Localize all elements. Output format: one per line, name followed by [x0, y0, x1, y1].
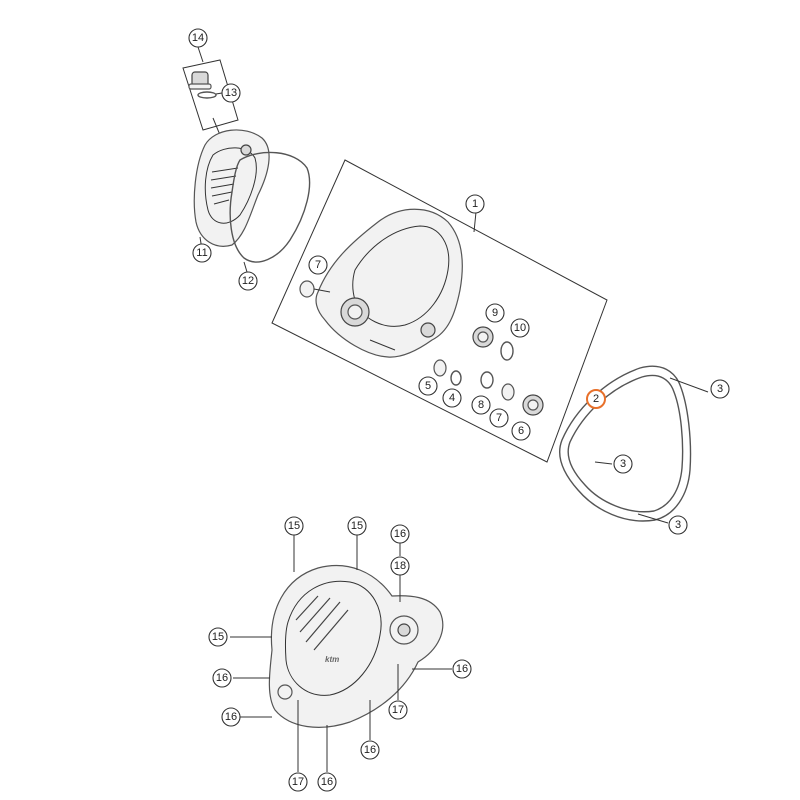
- outer-clutch-cover-group: [182, 46, 311, 273]
- callout-17-a: 17: [388, 700, 408, 720]
- svg-text:15: 15: [351, 520, 363, 532]
- svg-text:12: 12: [242, 275, 254, 287]
- outer-cover-gasket-12: [229, 151, 311, 263]
- screw-3-middle: [594, 461, 613, 465]
- callout-14: 14: [188, 28, 208, 48]
- svg-text:5: 5: [425, 380, 431, 392]
- svg-text:13: 13: [225, 87, 237, 99]
- clutch-cover-1: [315, 208, 463, 358]
- callout-16-d: 16: [221, 707, 241, 727]
- svg-text:3: 3: [717, 383, 723, 395]
- callout-7-lower: 7: [489, 408, 509, 428]
- callout-3-top: 3: [710, 379, 730, 399]
- svg-text:10: 10: [514, 322, 526, 334]
- callout-6: 6: [511, 421, 531, 441]
- callout-16-b: 16: [212, 668, 232, 688]
- clutch-cover-assembly-group: [271, 159, 608, 463]
- svg-text:1: 1: [472, 198, 478, 210]
- screw-3-top: [669, 377, 709, 393]
- callout-10: 10: [510, 318, 530, 338]
- callout-12: 12: [238, 271, 258, 291]
- shaft-parts-row: [433, 359, 544, 416]
- callout-1: 1: [465, 194, 485, 214]
- bearing-9: [472, 326, 494, 348]
- callout-9: 9: [485, 303, 505, 323]
- svg-text:15: 15: [212, 631, 224, 643]
- callout-17-b: 17: [288, 772, 308, 792]
- svg-text:8: 8: [478, 399, 484, 411]
- svg-text:2: 2: [593, 393, 599, 405]
- callout-16-a: 16: [390, 524, 410, 544]
- svg-text:14: 14: [192, 32, 204, 44]
- callout-8: 8: [471, 395, 491, 415]
- svg-text:18: 18: [394, 560, 406, 572]
- bearing-6: [522, 394, 544, 416]
- svg-text:16: 16: [364, 744, 376, 756]
- cover-protector: [268, 564, 444, 728]
- svg-text:17: 17: [392, 704, 404, 716]
- screw-3-bottom: [637, 513, 669, 524]
- callout-16-c: 16: [452, 659, 472, 679]
- outer-cover-11: [193, 129, 270, 247]
- cover-vent-slots: [210, 167, 239, 205]
- svg-text:15: 15: [288, 520, 300, 532]
- svg-text:16: 16: [216, 672, 228, 684]
- svg-text:16: 16: [225, 711, 237, 723]
- svg-text:17: 17: [292, 776, 304, 788]
- seal-7-upper: [299, 280, 315, 298]
- callout-15-a: 15: [284, 516, 304, 536]
- callout-16-f: 16: [317, 772, 337, 792]
- protector-ribs: [295, 595, 349, 651]
- svg-text:4: 4: [449, 392, 455, 404]
- svg-text:3: 3: [620, 458, 626, 470]
- callout-7-upper: 7: [308, 255, 328, 275]
- callout-3-middle: 3: [613, 454, 633, 474]
- svg-text:9: 9: [492, 307, 498, 319]
- callout-15-b: 15: [347, 516, 367, 536]
- clutch-cover-gasket-group: [559, 365, 709, 524]
- svg-text:3: 3: [675, 519, 681, 531]
- brand-emblem: ktm: [325, 655, 339, 664]
- callout-16-e: 16: [360, 740, 380, 760]
- callout-4: 4: [442, 388, 462, 408]
- svg-text:16: 16: [321, 776, 333, 788]
- callout-13: 13: [221, 83, 241, 103]
- assembly-frame: [271, 159, 608, 463]
- filler-plug-inset-box: [182, 59, 239, 131]
- clutch-cover-gasket-2: [559, 365, 692, 522]
- svg-text:16: 16: [456, 663, 468, 675]
- svg-text:7: 7: [315, 259, 321, 271]
- o-ring-13: [197, 91, 217, 99]
- callout-18: 18: [390, 556, 410, 576]
- o-ring-10: [500, 341, 514, 361]
- svg-text:7: 7: [496, 412, 502, 424]
- callout-3-bottom: 3: [668, 515, 688, 535]
- callout-2-highlighted: 2: [586, 389, 606, 409]
- callout-5: 5: [418, 376, 438, 396]
- callout-11: 11: [192, 243, 212, 263]
- svg-text:16: 16: [394, 528, 406, 540]
- callout-15-c: 15: [208, 627, 228, 647]
- cover-protector-group: ktm: [230, 535, 452, 772]
- svg-text:11: 11: [196, 247, 207, 259]
- svg-text:6: 6: [518, 425, 524, 437]
